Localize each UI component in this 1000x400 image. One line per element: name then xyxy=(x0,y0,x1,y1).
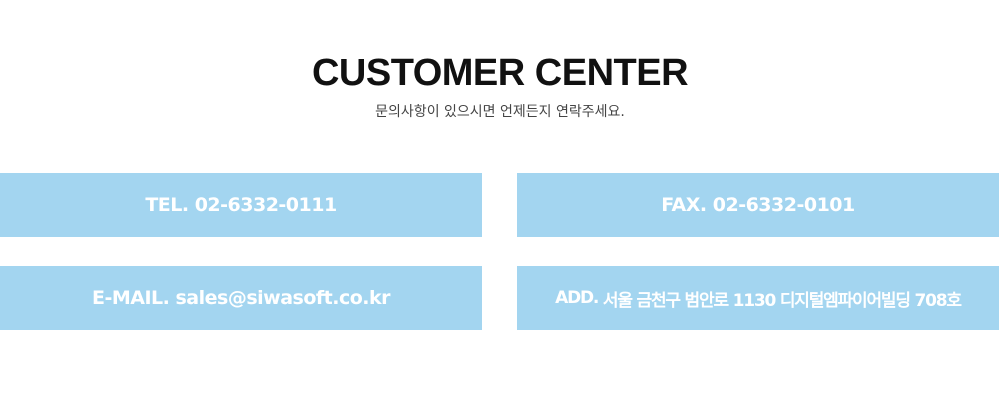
tel-label: TEL. xyxy=(145,194,189,216)
email-box: E-MAIL. sales@siwasoft.co.kr xyxy=(0,266,482,330)
page-subtitle: 문의사항이 있으시면 언제든지 연락주세요. xyxy=(375,104,625,120)
fax-box: FAX. 02-6332-0101 xyxy=(517,173,999,237)
fax-label: FAX. xyxy=(661,194,707,216)
address-box: ADD. 서울 금천구 범안로 1130 디지털엠파이어빌딩 708호 xyxy=(517,266,999,330)
email-label: E-MAIL. xyxy=(91,287,170,309)
address-label: ADD. xyxy=(555,288,599,308)
fax-value: 02-6332-0101 xyxy=(712,194,855,216)
page-title: CUSTOMER CENTER xyxy=(311,52,689,94)
tel-box: TEL. 02-6332-0111 xyxy=(0,173,482,237)
tel-value[interactable]: 02-6332-0111 xyxy=(194,194,337,216)
email-value[interactable]: sales@siwasoft.co.kr xyxy=(175,287,390,309)
address-value: 서울 금천구 범안로 1130 디지털엠파이어빌딩 708호 xyxy=(602,290,962,311)
